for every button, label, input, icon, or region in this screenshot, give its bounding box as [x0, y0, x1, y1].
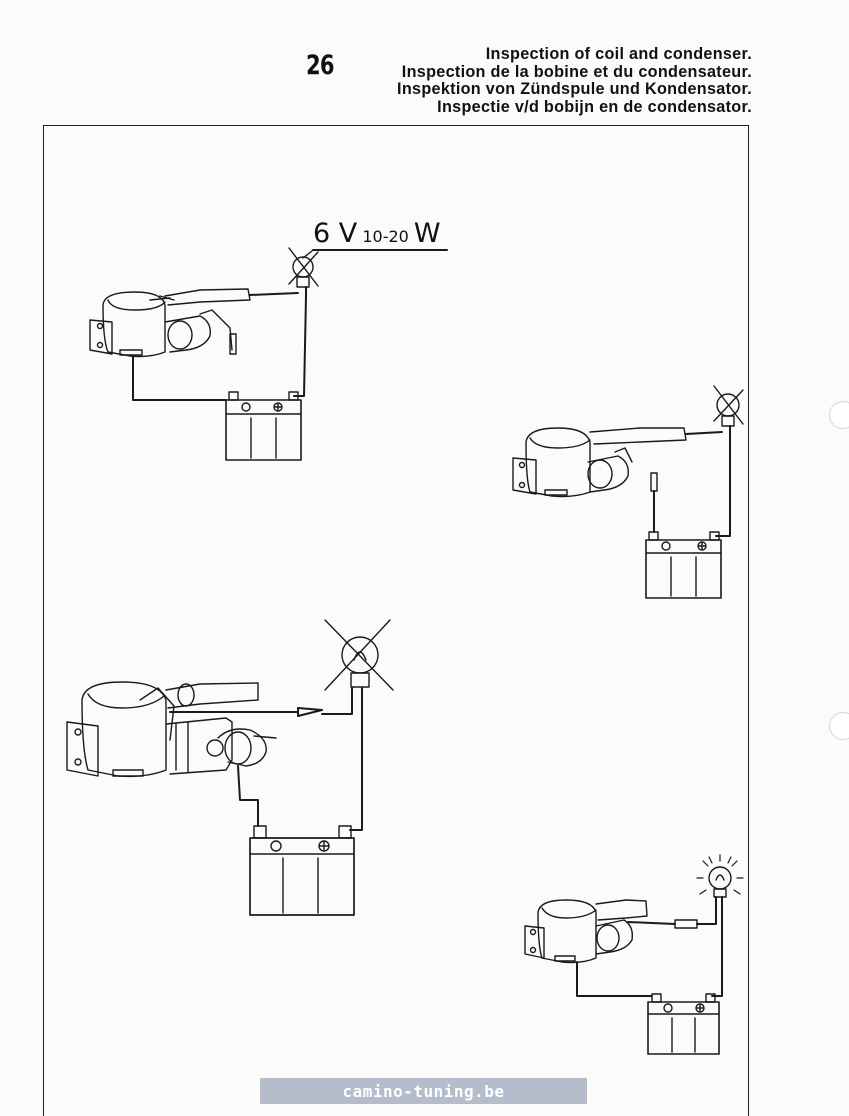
test-diagram-2 — [512, 385, 744, 599]
lamp-wattage-unit: W — [413, 218, 441, 249]
wires-1 — [132, 286, 307, 401]
lamp-spec-label: 6 V 10-20 W — [313, 218, 441, 249]
binder-hole-bottom — [829, 712, 849, 740]
binder-hole-top — [829, 401, 849, 429]
page-number: 26 — [306, 50, 335, 81]
battery-1 — [225, 391, 302, 461]
wires-3 — [169, 687, 363, 831]
condenser-1 — [164, 309, 237, 355]
test-diagram-4 — [524, 854, 744, 1055]
page-titles: Inspection of coil and condenser. Inspec… — [397, 45, 752, 116]
test-lamp-3 — [324, 619, 394, 691]
ignition-coil-1 — [89, 288, 251, 358]
condenser-3 — [165, 717, 277, 775]
test-lamp-2 — [713, 385, 744, 427]
battery-3 — [249, 825, 355, 916]
test-lamp-4-lit — [696, 854, 744, 898]
battery-2 — [645, 531, 722, 599]
title-english: Inspection of coil and condenser. — [485, 45, 752, 63]
test-lamp-1 — [288, 247, 319, 288]
lamp-glow-rays — [696, 854, 744, 895]
wires-4 — [576, 896, 723, 997]
ignition-coil-3 — [66, 681, 259, 778]
title-german: Inspektion von Zündspule und Kondensator… — [397, 80, 752, 98]
lamp-wattage-range: 10-20 — [362, 227, 409, 246]
condenser-4 — [595, 919, 698, 955]
watermark: camino-tuning.be — [260, 1078, 587, 1104]
diagram-frame — [43, 125, 749, 1116]
test-diagram-3 — [66, 619, 394, 916]
title-dutch: Inspectie v/d bobijn en de condensator. — [437, 97, 752, 116]
title-french: Inspection de la bobine et du condensate… — [401, 62, 752, 81]
battery-4 — [647, 993, 720, 1055]
wires-2 — [653, 425, 731, 537]
test-diagram-1 — [89, 247, 319, 461]
ignition-coil-4 — [524, 899, 648, 964]
ignition-coil-2 — [512, 427, 687, 498]
condenser-2 — [587, 447, 658, 493]
lamp-voltage: 6 V — [313, 218, 358, 249]
